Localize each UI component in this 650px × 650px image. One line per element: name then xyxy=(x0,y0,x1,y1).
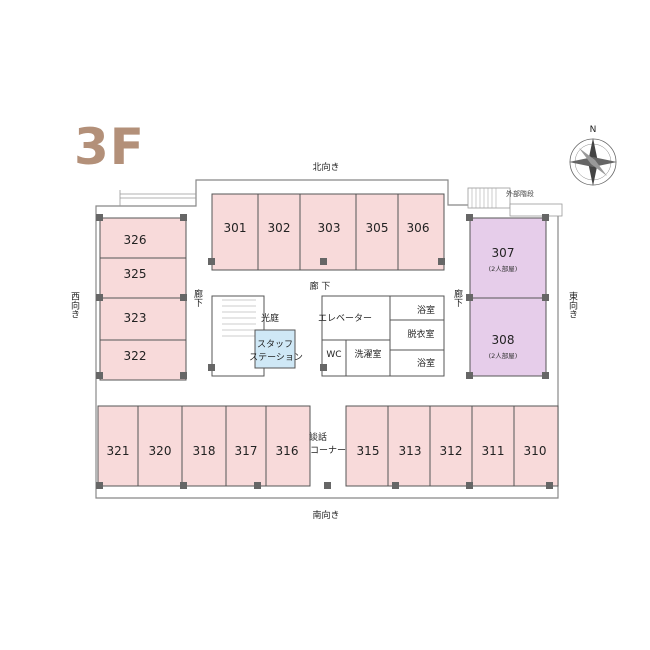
room-label: 320 xyxy=(149,444,172,458)
room-label: 316 xyxy=(276,444,299,458)
exterior-stairs-label: 外部階段 xyxy=(506,189,534,198)
room-label: 305 xyxy=(366,221,389,235)
wc-label: WC xyxy=(326,350,341,360)
room-label: 322 xyxy=(124,349,147,363)
structural-columns xyxy=(96,214,553,489)
exterior-stairs xyxy=(467,187,563,217)
room-note: (2人部屋) xyxy=(489,264,518,273)
laundry-label: 洗濯室 xyxy=(354,348,381,360)
corridor-label: 廊 下 xyxy=(310,280,331,292)
north-label: N xyxy=(590,125,597,135)
room-label: 318 xyxy=(193,444,216,458)
room-label: 321 xyxy=(107,444,130,458)
direction-south: 南向き xyxy=(312,509,339,521)
room-label: 313 xyxy=(399,444,422,458)
south-east-room-block xyxy=(345,405,559,487)
staff-station-label-1: スタッフ xyxy=(257,339,293,350)
direction-north: 北向き xyxy=(312,161,339,173)
elevator-label: エレベーター xyxy=(318,313,372,324)
room-label: 317 xyxy=(235,444,258,458)
stairwell-lines xyxy=(222,299,256,337)
west-room-block-lower xyxy=(99,297,187,381)
room-label: 311 xyxy=(482,444,505,458)
north-room-block xyxy=(211,193,445,271)
corridor-label-west: 廊下 xyxy=(192,288,203,308)
bath-label: 浴室 xyxy=(417,304,435,316)
room-label: 301 xyxy=(224,221,247,235)
talk-corner-label-1: 談話 xyxy=(309,431,327,443)
central-core xyxy=(211,295,445,377)
room-note: (2人部屋) xyxy=(489,351,518,360)
room-label: 312 xyxy=(440,444,463,458)
south-west-room-block xyxy=(97,405,311,487)
room-label: 307 xyxy=(492,246,515,260)
room-label: 302 xyxy=(268,221,291,235)
light-court-label: 光庭 xyxy=(261,312,279,324)
room-label: 325 xyxy=(124,267,147,281)
room-label: 315 xyxy=(357,444,380,458)
room-label: 303 xyxy=(318,221,341,235)
floor-label: 3F xyxy=(74,118,145,176)
room-label: 323 xyxy=(124,311,147,325)
dressing-room-label: 脱衣室 xyxy=(407,328,434,340)
room-label: 306 xyxy=(407,221,430,235)
direction-west: 西向き xyxy=(69,291,80,318)
staff-station-box xyxy=(254,329,296,369)
corridor-label-east: 廊下 xyxy=(452,288,463,308)
talk-corner-label-2: コーナー xyxy=(310,445,346,456)
bath-label-2: 浴室 xyxy=(417,357,435,369)
compass-icon: N xyxy=(569,125,617,186)
room-label: 308 xyxy=(492,333,515,347)
room-label: 326 xyxy=(124,233,147,247)
direction-east: 東向き xyxy=(567,290,578,318)
staff-station-label-2: ステーション xyxy=(249,352,303,363)
room-label: 310 xyxy=(524,444,547,458)
